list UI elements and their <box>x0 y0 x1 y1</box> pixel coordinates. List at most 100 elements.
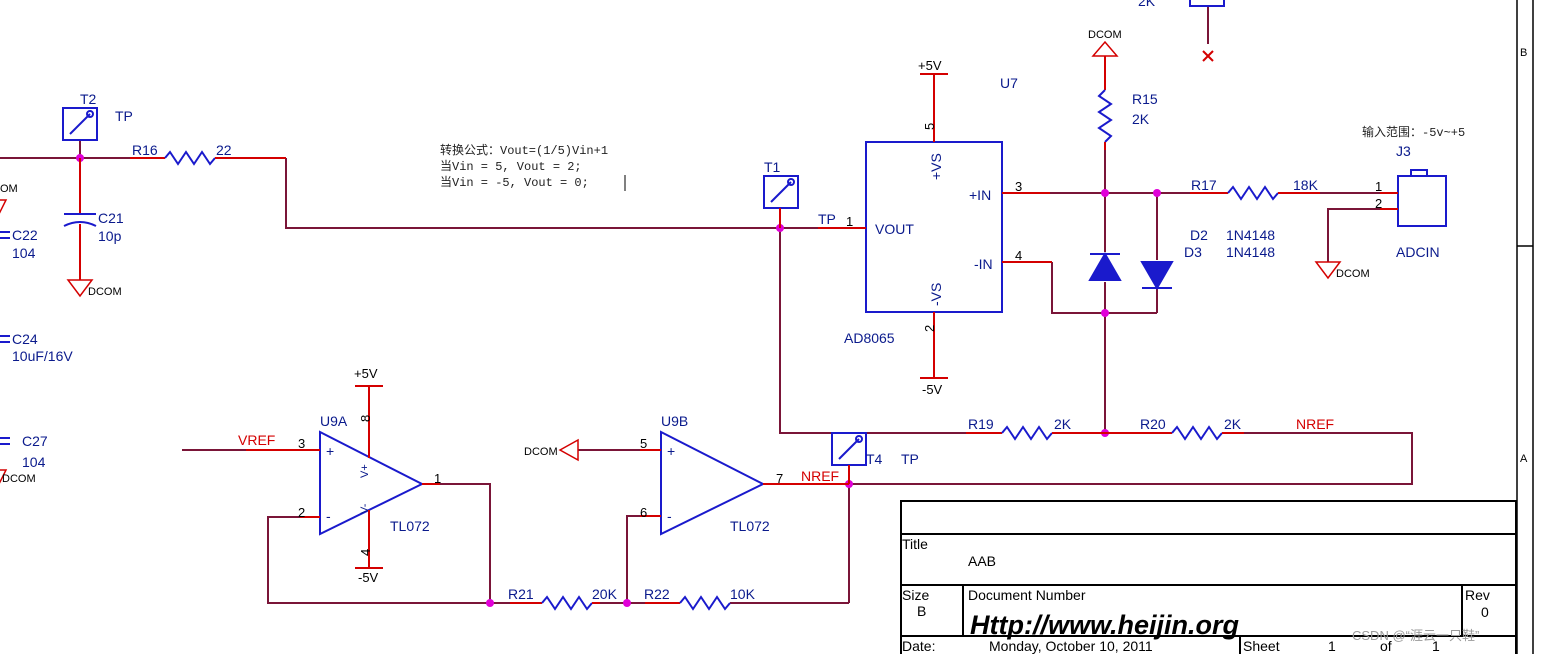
u9b-pin-5: 5 <box>640 436 647 451</box>
t2-testpoint[interactable]: T2 TP <box>62 91 133 141</box>
u9a-minus: - <box>326 508 331 524</box>
u7-minus5v: -5V <box>922 382 943 397</box>
dcom-u9b: DCOM <box>524 438 579 462</box>
c24-ref: C24 <box>12 331 38 347</box>
d3-value: 1N4148 <box>1226 244 1275 260</box>
net-label-nref-out: NREF <box>801 468 839 484</box>
d2-diode[interactable]: D2 1N4148 <box>1088 227 1275 281</box>
r21-resistor[interactable]: R21 20K <box>508 586 618 611</box>
u7-pin-vs-neg: -VS <box>928 283 944 306</box>
u9a-plus5v: +5V <box>354 366 378 381</box>
u9a-pin-1: 1 <box>434 471 441 486</box>
sheet-border: B A <box>1516 0 1534 654</box>
d2-ref: D2 <box>1190 227 1208 243</box>
u7-pin-vout: VOUT <box>875 221 914 237</box>
docnum-value: Http://www.heijin.org <box>970 610 1239 640</box>
date-label: Date: <box>902 638 935 654</box>
sheet-label: Sheet <box>1243 638 1280 654</box>
u9a-part: TL072 <box>390 518 430 534</box>
title-value: AAB <box>968 553 996 569</box>
t2-ref: T2 <box>80 91 97 107</box>
u9a-pin-8: 8 <box>358 415 373 422</box>
u7-pin-num-3: 3 <box>1015 179 1022 194</box>
c21-capacitor[interactable]: C21 10p <box>63 158 124 280</box>
u7-pin-in-neg: -IN <box>974 256 993 272</box>
dcom-label-r15: DCOM <box>1088 29 1122 41</box>
net-label-nref-right: NREF <box>1296 416 1334 432</box>
sheet-value: 1 <box>1328 638 1336 654</box>
c27-dcom: DCOM <box>2 473 36 485</box>
dcom-label-u9b: DCOM <box>524 446 558 458</box>
r19-resistor[interactable]: R19 2K <box>966 416 1105 441</box>
u9a-pin-4: 4 <box>358 549 373 556</box>
r20-resistor[interactable]: R20 2K <box>1105 416 1244 441</box>
r17-resistor[interactable]: R17 18K <box>1190 177 1320 201</box>
u7-ref: U7 <box>1000 75 1018 91</box>
t1-value: TP <box>818 211 836 227</box>
d3-diode[interactable]: D3 1N4148 <box>1140 244 1275 291</box>
r15-resistor[interactable]: R15 2K <box>1097 89 1158 150</box>
t1-testpoint[interactable]: T1 TP <box>763 159 836 228</box>
u9b-pin-7: 7 <box>776 471 783 486</box>
formula-note: 转换公式：Vout=(1/5)Vin+1 当Vin = 5, Vout = 2;… <box>440 142 626 191</box>
c21-ref: C21 <box>98 210 124 226</box>
c22-value: 104 <box>12 245 36 261</box>
r15-value: 2K <box>1132 111 1150 127</box>
u9b-opamp[interactable]: U9B TL072 + - 5 6 7 <box>640 413 849 536</box>
top-resistor-partial: 2K <box>1138 0 1225 62</box>
u7-pin-num-5: 5 <box>922 123 937 130</box>
u9a-power: +5V -5V <box>354 366 383 585</box>
t1-ref: T1 <box>764 159 781 175</box>
u9b-ref: U9B <box>661 413 688 429</box>
j3-connector[interactable]: J3 ADCIN 1 2 <box>1375 143 1447 260</box>
c24-capacitor[interactable]: C24 10uF/16V <box>0 331 73 364</box>
input-range-text: 输入范围：-5v~+5 <box>1362 124 1465 140</box>
u9a-vneg: V- <box>359 503 371 514</box>
j3-ref: J3 <box>1396 143 1411 159</box>
c22-capacitor[interactable]: C22 104 <box>0 227 38 261</box>
d2-value: 1N4148 <box>1226 227 1275 243</box>
docnum-label: Document Number <box>968 587 1086 603</box>
u7-plus5v: +5V <box>918 58 942 73</box>
u9a-plus: + <box>326 443 334 459</box>
c27-value: 104 <box>22 454 46 470</box>
d3-ref: D3 <box>1184 244 1202 260</box>
u9a-opamp[interactable]: U9A TL072 + - V+ V- 3 2 1 8 4 <box>246 386 441 568</box>
j3-pin-1: 1 <box>1375 179 1382 194</box>
top-resistor-value: 2K <box>1138 0 1156 9</box>
dcom-label-j3: DCOM <box>1336 268 1370 280</box>
u9b-minus: - <box>667 508 672 524</box>
size-value: B <box>917 603 926 619</box>
u7-opamp[interactable]: U7 AD8065 VOUT +IN -IN +VS -VS 1 2 3 4 5 <box>818 74 1052 378</box>
r22-resistor[interactable]: R22 10K <box>644 586 756 611</box>
title-block: Title AAB Size B Document Number Http://… <box>900 500 1517 654</box>
csdn-watermark: CSDN @“涯云一只鞋” <box>1352 628 1479 643</box>
r22-ref: R22 <box>644 586 670 602</box>
c27-ref: C27 <box>22 433 48 449</box>
c21-value: 10p <box>98 228 122 244</box>
input-range-note: 输入范围：-5v~+5 <box>1362 124 1465 140</box>
t4-value: TP <box>901 451 919 467</box>
r16-resistor[interactable]: R16 22 <box>130 142 286 166</box>
u7-pin-num-2: 2 <box>922 325 937 332</box>
formula-line-1: 转换公式：Vout=(1/5)Vin+1 <box>440 142 608 158</box>
u7-part: AD8065 <box>844 330 895 346</box>
u9b-plus: + <box>667 443 675 459</box>
zone-a: A <box>1520 453 1528 465</box>
u9b-pin-6: 6 <box>640 505 647 520</box>
r21-value: 20K <box>592 586 618 602</box>
u7-pin-num-4: 4 <box>1015 248 1022 263</box>
r19-ref: R19 <box>968 416 994 432</box>
t4-ref: T4 <box>866 451 883 467</box>
dcom-ground-c21: DCOM <box>66 279 122 298</box>
t4-testpoint[interactable]: T4 TP <box>831 432 919 484</box>
rev-label: Rev <box>1465 587 1490 603</box>
u9a-pin-2: 2 <box>298 505 305 520</box>
c27-capacitor[interactable]: C27 104 DCOM <box>0 433 48 485</box>
wires <box>0 6 1413 604</box>
c24-value: 10uF/16V <box>12 348 73 364</box>
junction-dot <box>623 599 631 607</box>
date-value: Monday, October 10, 2011 <box>989 638 1153 654</box>
u9b-part: TL072 <box>730 518 770 534</box>
